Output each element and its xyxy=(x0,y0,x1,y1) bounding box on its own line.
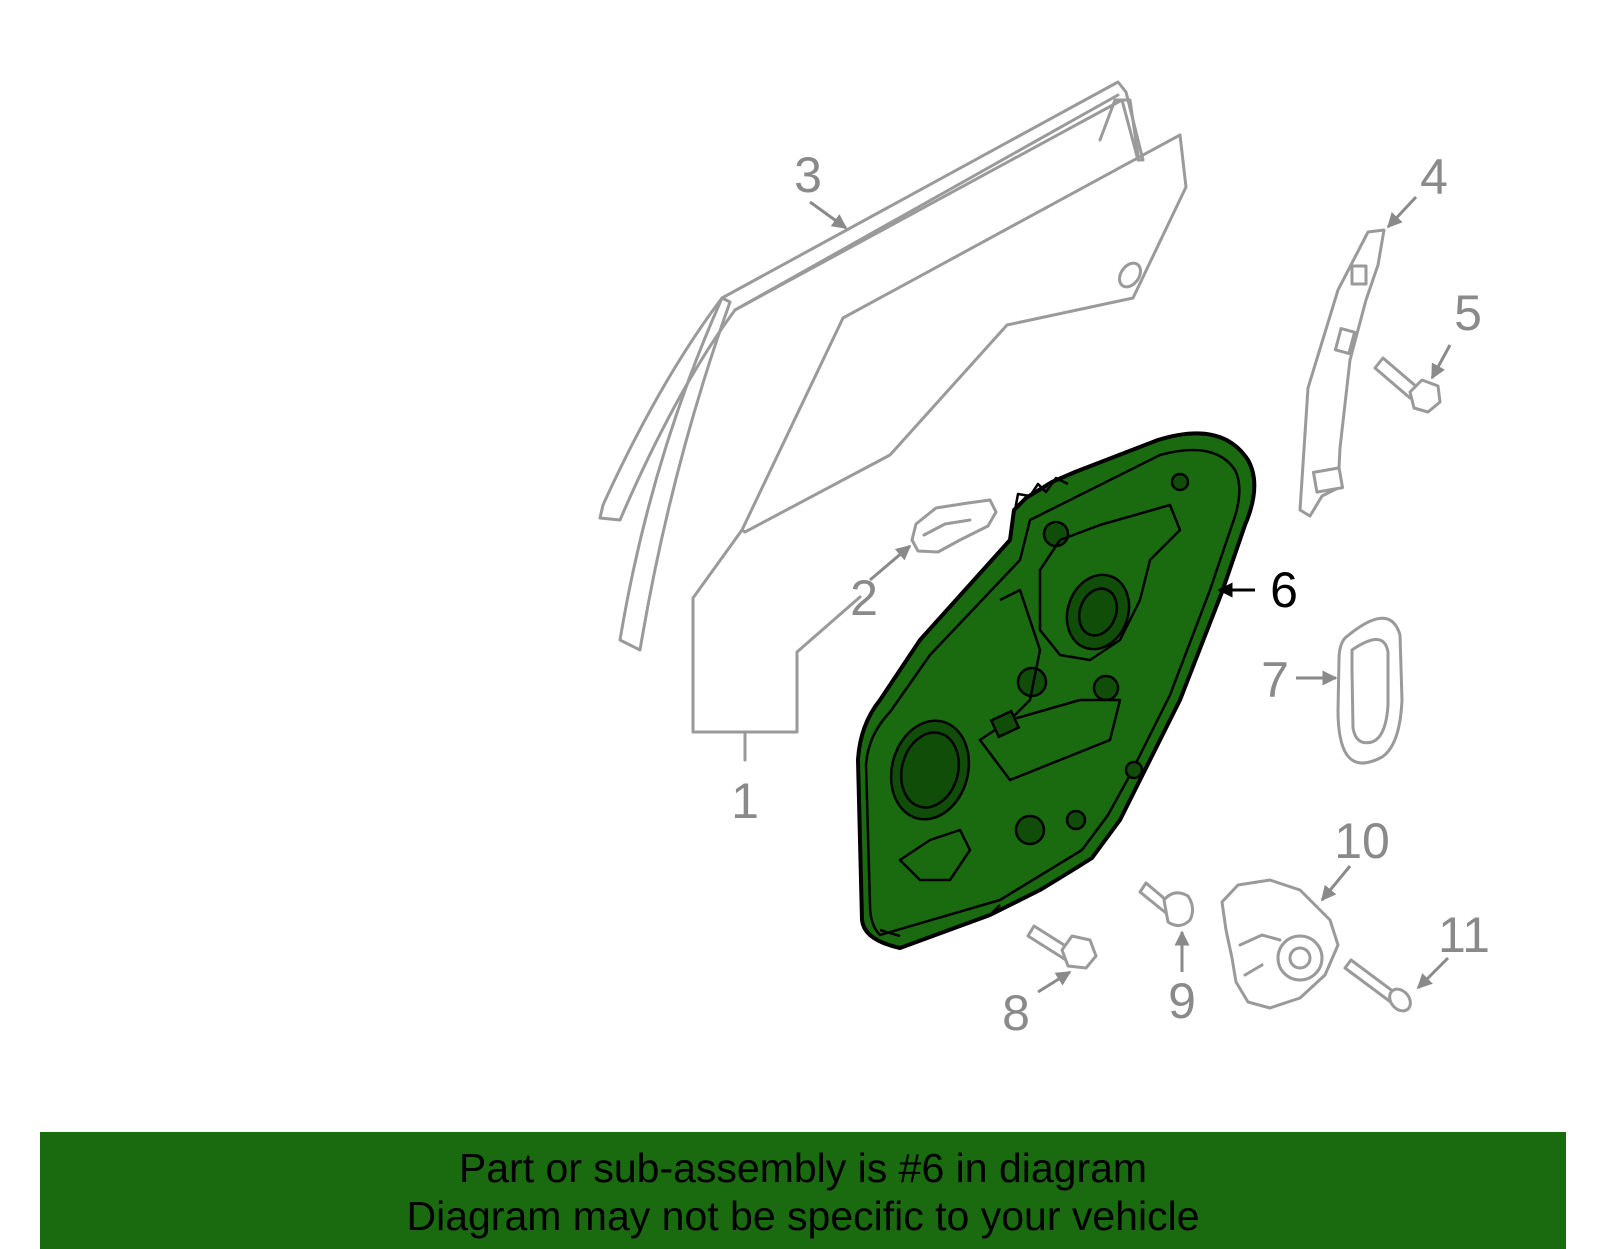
part-2-glass-channel xyxy=(910,498,998,554)
part-4-regulator-rail xyxy=(1298,228,1386,518)
part-11-pin xyxy=(1343,958,1412,1013)
part-8-bolt xyxy=(1026,924,1098,970)
callout-10: 10 xyxy=(1334,813,1390,869)
part-3-run-channel xyxy=(598,80,1145,652)
callout-4: 4 xyxy=(1420,149,1448,205)
callout-8: 8 xyxy=(1002,985,1030,1041)
leader-3 xyxy=(809,200,848,230)
leader-4 xyxy=(1386,195,1418,229)
callout-6: 6 xyxy=(1270,562,1298,618)
leader-2 xyxy=(869,544,912,582)
info-banner: Part or sub-assembly is #6 in diagram Di… xyxy=(40,1132,1566,1249)
callout-11: 11 xyxy=(1438,907,1490,963)
leader-5 xyxy=(1430,344,1452,380)
part-1-door-glass xyxy=(691,133,1188,762)
callout-labels: 1 2 3 4 5 6 7 8 9 10 11 xyxy=(731,147,1490,1041)
leader-11 xyxy=(1416,956,1450,990)
callout-3: 3 xyxy=(794,147,822,203)
part-5-bolt xyxy=(1373,356,1442,414)
callout-1: 1 xyxy=(731,773,759,829)
leader-8 xyxy=(1037,970,1072,994)
callout-5: 5 xyxy=(1454,285,1482,341)
callout-2: 2 xyxy=(850,570,878,626)
leader-lines xyxy=(809,195,1452,994)
callout-9: 9 xyxy=(1168,973,1196,1029)
banner-line-disclaimer: Diagram may not be specific to your vehi… xyxy=(406,1193,1200,1239)
callout-7: 7 xyxy=(1261,652,1289,708)
part-6-door-module-panel xyxy=(856,431,1257,950)
part-7-grommet xyxy=(1336,616,1404,765)
part-10-door-latch xyxy=(1220,878,1340,1010)
banner-line-part: Part or sub-assembly is #6 in diagram xyxy=(458,1145,1148,1191)
leader-10 xyxy=(1320,865,1352,902)
part-9-screw xyxy=(1138,881,1195,927)
